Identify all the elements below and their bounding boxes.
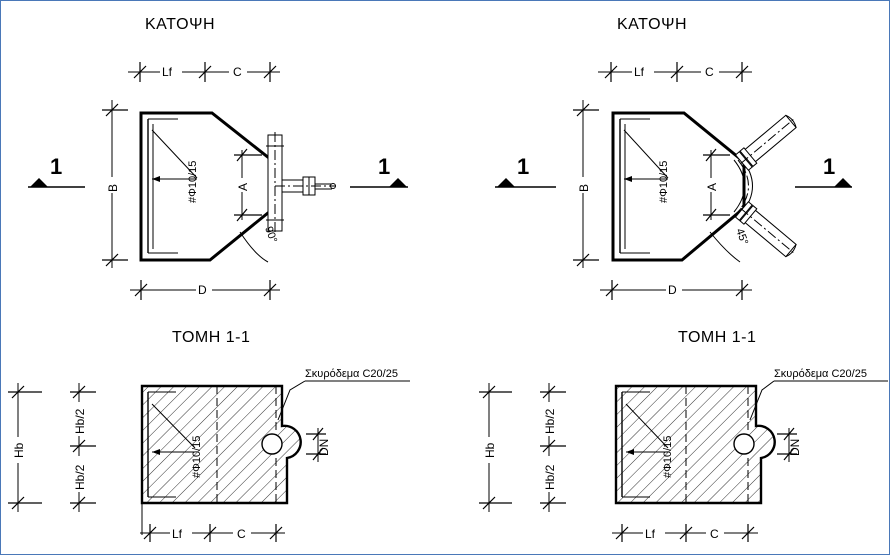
left-dim-hb: Hb (12, 442, 26, 458)
left-plan-dim-b: B (102, 100, 128, 268)
left-section-marker-left: 1 (28, 154, 85, 188)
left-section: ΤΟΜΗ 1-1 Σκυρόδεμα C20/25 #Φ10/15 Hb (8, 329, 410, 542)
left-rebar-section-label: #Φ10/15 (191, 436, 203, 478)
left-plan: ΚΑΤΟΨΗ Lf C B #Φ10/15 (28, 16, 408, 300)
right-plan-dim-d: D (600, 280, 752, 300)
right-dim-dn: DN (788, 439, 802, 456)
left-plan-dim-top: Lf C (128, 62, 280, 82)
right-plan-dim-b: B (573, 100, 599, 268)
left-section-dim-hb2: Hb/2 Hb/2 (70, 383, 96, 512)
left-dim-b: B (106, 184, 120, 192)
svg-text:1: 1 (517, 154, 529, 179)
right-section-dim-hb2: Hb/2 Hb/2 (540, 383, 566, 512)
right-dim-hb2-top: Hb/2 (543, 408, 557, 434)
left-angle-label: 90° (262, 225, 279, 245)
right-dim-c-plan: C (705, 65, 714, 79)
left-dim-dn: DN (317, 439, 331, 456)
right-section-marker-right: 1 (795, 154, 852, 188)
right-plan-title: ΚΑΤΟΨΗ (617, 16, 687, 33)
right-dim-a: A (705, 183, 719, 191)
left-dim-hb2-bottom: Hb/2 (73, 464, 87, 490)
right-section-title: ΤΟΜΗ 1-1 (678, 329, 756, 346)
right-plan: ΚΑΤΟΨΗ Lf C B #Φ10/15 (495, 16, 852, 300)
right-dim-hb: Hb (483, 442, 497, 458)
right-dim-lf-plan: Lf (634, 65, 645, 79)
right-dim-b: B (577, 184, 591, 192)
right-dim-lf-section: Lf (645, 527, 656, 541)
right-section-dim-hb: Hb (479, 383, 512, 512)
left-section-title: ΤΟΜΗ 1-1 (172, 329, 250, 346)
right-angle-label: 45° (733, 227, 750, 247)
right-dim-c-section: C (710, 527, 719, 541)
right-section-body (614, 384, 776, 505)
left-dim-a: A (236, 183, 250, 191)
left-dim-lf-plan: Lf (162, 65, 173, 79)
left-pipe (266, 132, 336, 234)
left-dim-c-plan: C (233, 65, 242, 79)
svg-text:1: 1 (823, 154, 835, 179)
left-rebar-plan-label: #Φ10/15 (187, 161, 199, 203)
left-dim-c-section: C (237, 527, 246, 541)
left-plan-dim-d: D (130, 280, 280, 300)
right-dim-d: D (668, 283, 677, 297)
left-section-dim-bottom: Lf C (140, 524, 285, 542)
left-concrete-label: Σκυρόδεμα C20/25 (305, 368, 398, 380)
svg-text:1: 1 (50, 154, 62, 179)
left-plan-outline (139, 111, 276, 262)
right-section-dim-dn: DN (777, 427, 802, 462)
left-plan-title: ΚΑΤΟΨΗ (145, 16, 215, 33)
left-section-marker-right: 1 (350, 154, 408, 188)
right-plan-dim-top: Lf C (598, 62, 752, 82)
left-section-dim-dn: DN (306, 427, 331, 462)
right-section-marker-left: 1 (495, 154, 556, 188)
left-dim-d: D (198, 283, 207, 297)
left-section-body (140, 384, 302, 505)
left-plan-dim-a: A (234, 148, 262, 222)
right-rebar-section-label: #Φ10/15 (662, 436, 674, 478)
right-rebar-plan-label: #Φ10/15 (658, 161, 670, 203)
svg-text:1: 1 (378, 154, 390, 179)
right-concrete-label: Σκυρόδεμα C20/25 (774, 368, 867, 380)
right-pipes (733, 114, 797, 258)
right-plan-dim-a: A (703, 148, 730, 222)
right-section-dim-bottom: Lf C (612, 524, 758, 542)
right-dim-hb2-bottom: Hb/2 (543, 464, 557, 490)
left-section-dim-hb: Hb (8, 383, 42, 512)
right-plan-outline (611, 111, 746, 262)
left-dim-lf-section: Lf (172, 527, 183, 541)
left-dim-hb2-top: Hb/2 (73, 408, 87, 434)
right-section: ΤΟΜΗ 1-1 Σκυρόδεμα C20/25 #Φ10/15 Hb (479, 329, 888, 542)
